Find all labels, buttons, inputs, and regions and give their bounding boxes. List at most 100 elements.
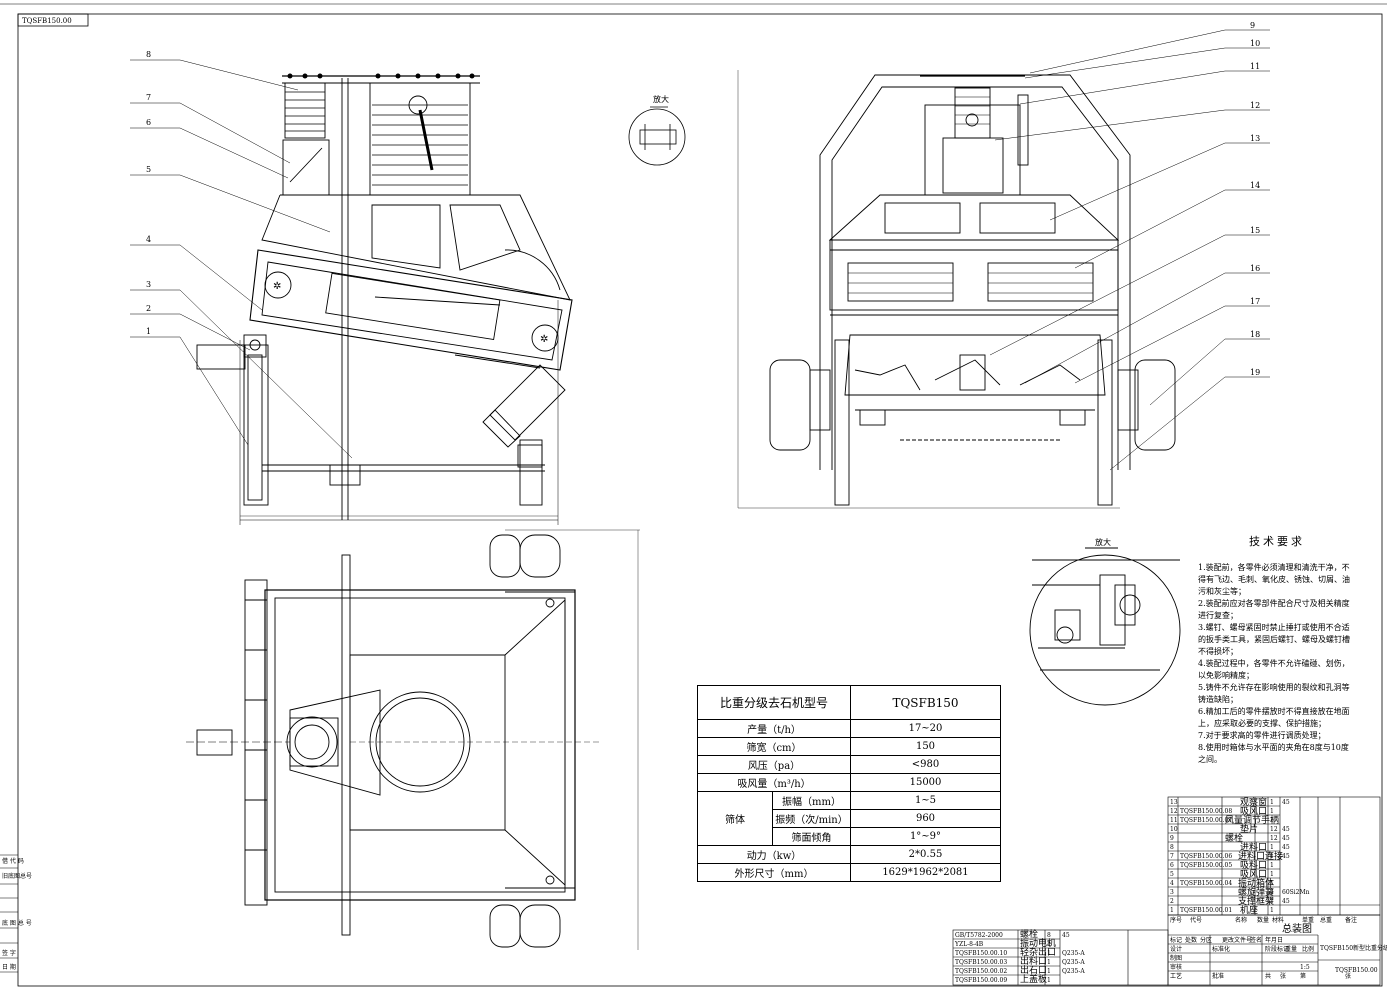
bom-no: 9 — [1170, 835, 1174, 842]
balloon: 2 — [146, 304, 151, 313]
bom-code: TQSFB150.00.01 — [1180, 907, 1232, 914]
tb-label: 张 — [1345, 972, 1351, 980]
bom-no: 6 — [1170, 862, 1174, 869]
bom-no: 3 — [1170, 889, 1174, 896]
technical-requirements: 技术要求 1.装配前，各零件必须清理和清洗干净，不得有飞边、毛刺、氧化皮、锈蚀、… — [1198, 536, 1356, 766]
bom-no: 11 — [1170, 817, 1178, 824]
bom-name: 吸风口 — [1240, 806, 1267, 817]
spec-value: 1629*1962*2081 — [850, 863, 1001, 882]
spec-label: 风压（pa） — [697, 755, 851, 774]
bom-qty: 1 — [1270, 898, 1274, 905]
spec-header-value: TQSFB150 — [850, 685, 1001, 720]
bom-qty: 1 — [1270, 907, 1274, 914]
margin-label: 底 图 总 号 — [2, 919, 32, 927]
lower-qty: 1 — [1047, 968, 1051, 975]
title-block-text: 总装图 TQSFB150新型比重分级去石机 TQSFB150.00 标记 处数 … — [1170, 922, 1387, 980]
balloon: 13 — [1250, 134, 1260, 143]
side-view — [737, 70, 1176, 509]
lower-qty: 1 — [1047, 977, 1051, 984]
tb-label: 张 — [1280, 972, 1286, 980]
lower-name: 上盖板 — [1020, 973, 1047, 985]
margin-label: 旧底图总号 — [2, 872, 32, 880]
lower-qty: 1 — [1047, 959, 1051, 966]
bom-mat: 45 — [1282, 826, 1290, 833]
bom-code: TQSFB150.00.08 — [1180, 808, 1232, 815]
margin-label: 签 字 — [2, 949, 16, 957]
lower-mat: Q235-A — [1062, 968, 1085, 975]
spec-label: 筛面倾角 — [791, 833, 832, 844]
tech-item: 2.装配前应对各零部件配合尺寸及相关精度进行复查； — [1198, 599, 1350, 620]
bom-name: 风量调节手柄 — [1225, 814, 1279, 826]
top-rail-bolts — [287, 73, 475, 79]
spec-value: 1°~9° — [909, 831, 942, 842]
drawing-code: TQSFB150.00 — [1335, 967, 1378, 974]
bom-qty: 12 — [1270, 835, 1278, 842]
balloon: 4 — [146, 235, 151, 244]
bom-no: 8 — [1170, 844, 1174, 851]
tech-item: 6.精加工后的零件摆放时不得直接放在地面上，应采取必要的支撑、保护措施； — [1198, 707, 1350, 728]
lower-code: TQSFB150.00.02 — [955, 968, 1007, 975]
bom-qty: 1 — [1270, 817, 1274, 824]
spec-value: <980 — [850, 755, 1001, 774]
bom-grid — [952, 796, 1381, 986]
balloon: 17 — [1250, 297, 1260, 306]
svg-text:✲: ✲ — [540, 334, 548, 345]
lower-code: GB/T5782-2000 — [955, 932, 1003, 939]
lower-mat: Q235-A — [1062, 959, 1085, 966]
bom-name: 螺栓 — [1225, 832, 1243, 844]
bom-text: 13 观察窗 1 45 12 TQSFB150.00.08 吸风口 1 11 T… — [1170, 796, 1310, 916]
tech-item: 5.铸件不允许存在影响使用的裂纹和孔洞等铸造缺陷； — [1198, 683, 1350, 704]
sheet-frame — [17, 13, 1383, 987]
bom-code: TQSFB150.00.04 — [1180, 880, 1232, 887]
side-leaders — [989, 29, 1270, 471]
bom-no: 2 — [1170, 898, 1174, 905]
bom-no: 7 — [1170, 853, 1174, 860]
balloon: 16 — [1250, 264, 1260, 273]
balloon: 11 — [1250, 62, 1260, 71]
lower-name: 出料口 — [1020, 955, 1047, 967]
balloon: 6 — [146, 118, 151, 127]
drawing-title: 总装图 — [1282, 922, 1312, 935]
spec-value: 1~5 — [851, 792, 1000, 810]
bom-qty: 1 — [1270, 880, 1274, 887]
spec-value: 960 — [851, 809, 1000, 828]
bom-code: TQSFB150.00.05 — [1180, 862, 1232, 869]
bom-name: 进料口连接 — [1238, 850, 1283, 862]
balloon: 3 — [146, 280, 151, 289]
front-balloons: 8 7 6 5 4 3 2 1 — [146, 50, 151, 336]
lower-qty: 2 — [1047, 941, 1051, 948]
bom-no: 10 — [1170, 826, 1178, 833]
bom-no: 13 — [1170, 799, 1178, 806]
lower-qty: 1 — [1047, 950, 1051, 957]
bom-name: 支撑框架 — [1238, 895, 1274, 907]
bom-qty: 1 — [1270, 844, 1274, 851]
bom-mat: 60Si2Mn — [1282, 889, 1310, 896]
side-balloons: 9 10 11 12 13 14 15 16 17 18 19 — [1250, 21, 1260, 377]
tb-label: 年月日 — [1265, 936, 1283, 944]
bom-name: 观察窗 — [1240, 796, 1267, 808]
tech-item: 8.使用时箱体与水平面的夹角在8度与10度之间。 — [1198, 743, 1349, 764]
bom-name: 吸风口 — [1240, 869, 1267, 880]
bom-header-cell: 序号 — [1170, 916, 1182, 924]
tb-label: 重量 — [1285, 945, 1297, 953]
balloon: 19 — [1250, 368, 1260, 377]
spec-label: 吸风量（m³/h） — [697, 773, 851, 792]
lower-mat: Q235-A — [1062, 950, 1085, 957]
tb-label: 审核 — [1170, 963, 1182, 971]
tech-title: 技术要求 — [1249, 535, 1305, 548]
lower-name: 出石口 — [1020, 964, 1047, 976]
balloon: 18 — [1250, 330, 1260, 339]
balloon: 12 — [1250, 101, 1260, 110]
balloon: 5 — [146, 165, 151, 174]
bom-no: 1 — [1170, 907, 1174, 914]
tb-label: 更改文件号 — [1222, 936, 1252, 944]
drawing-code-top: TQSFB150.00 — [22, 17, 72, 25]
lower-rows-text: GB/T5782-2000 螺栓 8 45 YZL-8-4B 振动电机 2 TQ… — [954, 928, 1085, 985]
bom-header-cell: 单重 — [1302, 916, 1314, 924]
tb-scale: 1:5 — [1300, 964, 1310, 971]
lower-mat: 45 — [1062, 932, 1070, 939]
bom-mat: 45 — [1282, 799, 1290, 806]
detail-circle-a — [628, 106, 686, 166]
lower-name: 螺栓 — [1020, 928, 1038, 940]
